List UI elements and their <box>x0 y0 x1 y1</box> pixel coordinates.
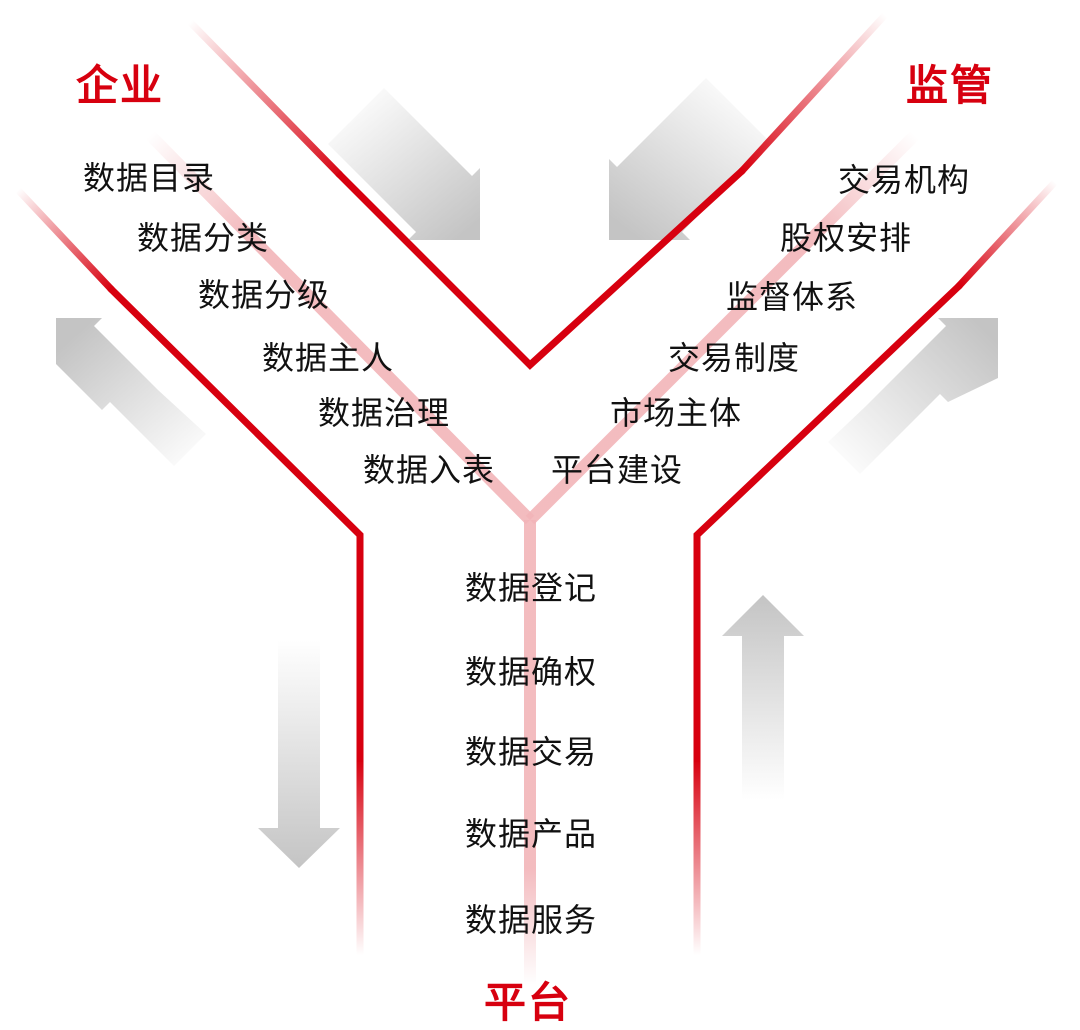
outer-right-line <box>693 282 963 762</box>
right-branch-item: 股权安排 <box>779 219 912 257</box>
left-branch-item: 数据入表 <box>363 451 496 489</box>
outer-left-fade <box>15 187 115 293</box>
right-branch-item: 交易制度 <box>667 339 800 377</box>
right-branch-item: 平台建设 <box>550 451 683 489</box>
regulation-heading: 监管 <box>905 61 994 110</box>
left-branch-item: 数据分级 <box>198 276 331 314</box>
arrow-up-left-icon <box>56 318 206 466</box>
right-branch-item: 监督体系 <box>725 278 858 316</box>
right-guide-stripe <box>525 130 920 525</box>
left-guide-stripe <box>145 130 535 525</box>
left-branch-item: 数据治理 <box>318 394 451 432</box>
arrow-down-left-icon <box>609 78 770 240</box>
left-branch-item: 数据目录 <box>83 159 216 197</box>
left-branch-item: 数据分类 <box>137 219 270 257</box>
arrow-down-icon <box>258 640 340 868</box>
inner-v-line <box>335 167 746 370</box>
y-shape-lines <box>15 12 1058 955</box>
right-branch-item: 交易机构 <box>837 161 970 199</box>
arrow-down-right-icon <box>328 88 480 240</box>
left-branch-item: 数据主人 <box>262 339 395 377</box>
outer-right-fade <box>955 179 1058 290</box>
arrow-up-icon <box>722 595 804 800</box>
stem-item: 数据服务 <box>464 901 598 939</box>
stem-item: 数据产品 <box>464 815 598 853</box>
stem-item: 数据登记 <box>464 569 598 607</box>
platform-heading: 平台 <box>483 978 573 1027</box>
inner-v-left-fade <box>187 19 343 178</box>
arrow-up-right-icon <box>828 318 998 474</box>
outer-left-line <box>107 285 364 762</box>
flow-arrows <box>56 78 998 868</box>
stem-item: 数据确权 <box>464 653 598 691</box>
right-branch-item: 市场主体 <box>609 394 742 432</box>
inner-v-right-fade <box>738 12 888 175</box>
stem-item: 数据交易 <box>464 733 598 771</box>
enterprise-heading: 企业 <box>76 61 165 110</box>
inner-guide-stripes <box>145 130 920 985</box>
